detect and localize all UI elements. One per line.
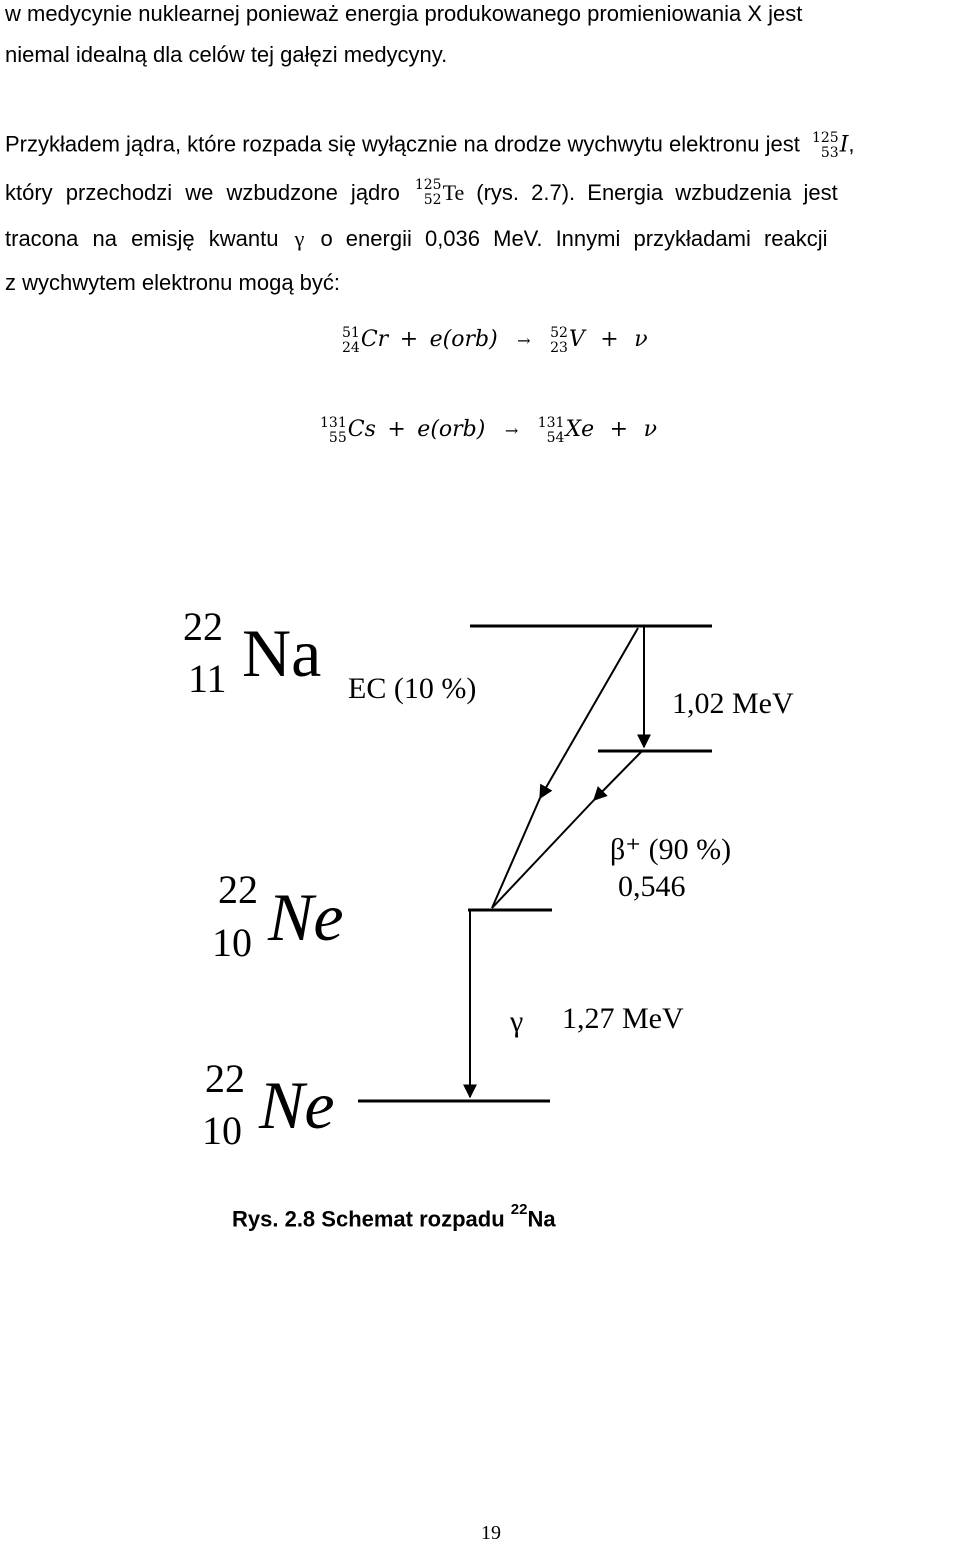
caption-mass-number: 22	[510, 1201, 528, 1218]
na-mass-number: 22	[183, 604, 223, 649]
reaction-arrow: →	[517, 331, 531, 350]
plus-sign: +	[387, 417, 406, 442]
paragraph-line: Przykładem jądra, które rozpada się wyłą…	[5, 131, 855, 160]
neutrino-symbol: ν	[634, 327, 648, 352]
caption-text: Rys. 2.8 Schemat rozpadu	[232, 1206, 511, 1232]
plus-sign: +	[609, 417, 629, 442]
reaction-arrow: →	[504, 421, 519, 440]
paragraph-text: Przykładem jądra, które rozpada się wyłą…	[5, 131, 800, 157]
paragraph-line: w medycynie nuklearnej ponieważ energia …	[5, 1, 803, 26]
page-number: 19	[481, 1522, 501, 1544]
paragraph-text: który przechodzi we wzbudzone jądro	[5, 179, 400, 205]
gamma-symbol: γ	[294, 226, 305, 251]
nuclide-symbol: V	[568, 327, 585, 352]
orbital-electron: e(orb)	[417, 417, 486, 442]
paragraph-text: o energii 0,036 MeV. Innymi przykładami …	[320, 226, 828, 251]
punctuation: ,	[848, 131, 855, 157]
plus-sign: +	[600, 327, 619, 352]
neutrino-symbol: ν	[643, 417, 657, 442]
beta-energy-label: 0,546	[618, 870, 686, 903]
paragraph-line: tracona na emisję kwantu γ o energii 0,0…	[5, 226, 828, 252]
ec-label: EC (10 %)	[348, 672, 476, 705]
ec-transition-arrow	[539, 627, 639, 800]
ne-excited-atomic-number: 10	[212, 920, 252, 965]
ne-excited-symbol: Ne	[267, 879, 344, 955]
paragraph-text: (rys. 2.7). Energia wzbudzenia jest	[476, 179, 838, 205]
nuclide-symbol: Cs	[347, 417, 376, 442]
nuclide-symbol: Xe	[565, 417, 595, 442]
gamma-energy-label: 1,27 MeV	[562, 1002, 684, 1035]
ne-ground-atomic-number: 10	[202, 1108, 242, 1153]
nuclide-symbol: Cr	[360, 327, 389, 352]
na-symbol: Na	[242, 615, 321, 691]
beta-plus-label: β⁺ (90 %)	[610, 833, 731, 866]
nuclide-symbol: I	[839, 132, 849, 158]
gamma-label: γ	[509, 1005, 523, 1038]
beta-transition-line	[491, 799, 595, 909]
ne-ground-mass-number: 22	[205, 1056, 245, 1101]
caption-element: Na	[527, 1206, 556, 1232]
plus-sign: +	[399, 327, 419, 352]
ec-transition-line	[491, 797, 541, 909]
na-atomic-number: 11	[188, 656, 227, 701]
paragraph-text: tracona na emisję kwantu	[5, 226, 279, 251]
orbital-electron: e(orb)	[429, 327, 498, 352]
nuclide-symbol: Te	[442, 179, 465, 205]
transition-energy-label: 1,02 MeV	[672, 687, 794, 720]
beta-transition-arrow	[593, 750, 643, 802]
ne-excited-mass-number: 22	[218, 867, 258, 912]
paragraph-line: niemal idealną dla celów tej gałęzi medy…	[5, 42, 448, 67]
paragraph-line: z wychwytem elektronu mogą być:	[5, 270, 341, 295]
ne-ground-symbol: Ne	[258, 1067, 335, 1143]
figure-caption: Rys. 2.8 Schemat rozpadu 22Na	[232, 1201, 556, 1232]
